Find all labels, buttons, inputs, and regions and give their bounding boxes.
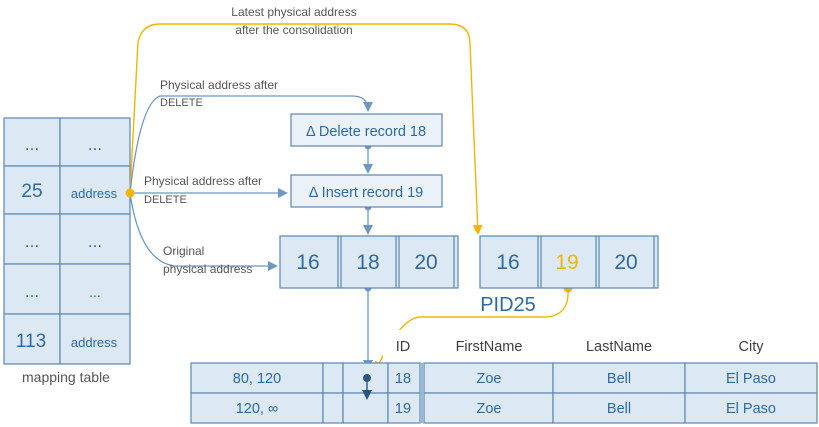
- after-delete-label: DELETE: [160, 97, 203, 109]
- latest-address-label: after the consolidation: [235, 23, 352, 37]
- header-lastname: LastName: [586, 339, 652, 355]
- mapping-value: ...: [89, 284, 101, 300]
- data-table: ID FirstName LastName City 80, 120 18 Zo…: [190, 330, 818, 424]
- delta-delete-label: Δ Delete record 18: [306, 124, 426, 140]
- delete-address-arrow: [129, 95, 373, 194]
- header-id: ID: [396, 339, 411, 355]
- mapping-table-caption: mapping table: [22, 369, 110, 385]
- mapping-pid: ...: [25, 232, 39, 251]
- row-city: El Paso: [726, 401, 776, 417]
- mapping-value-cell: [59, 117, 131, 167]
- mapping-pid: 113: [16, 331, 46, 352]
- row-pointer-dot: [363, 374, 371, 382]
- page-key: 20: [614, 251, 637, 274]
- delta-insert-box: [290, 174, 443, 208]
- page-key: 16: [296, 251, 319, 274]
- mapping-pid-cell: [3, 313, 61, 365]
- consolidated-page: 16 19 20 PID25: [479, 235, 659, 316]
- original-address-label: Original: [163, 244, 204, 258]
- consolidated-page-frame: [479, 235, 659, 289]
- mapping-pid: 25: [21, 181, 42, 202]
- mapping-pid: ...: [25, 282, 39, 301]
- mapping-value: address: [71, 335, 118, 350]
- original-address-label: physical address: [163, 262, 252, 276]
- page-key: 16: [496, 251, 519, 274]
- delta-delete-box: [290, 113, 443, 147]
- mapping-value-cell: [59, 313, 131, 365]
- table-row: 120, ∞ 19 Zoe Bell El Paso: [190, 392, 818, 424]
- delta-records: Δ Delete record 18 Δ Insert record 19: [290, 113, 443, 208]
- row-id: 18: [395, 371, 411, 387]
- mapping-pointer-dot: [125, 188, 135, 198]
- original-address-arrow: [129, 192, 278, 271]
- row-firstname: Zoe: [477, 401, 502, 417]
- connector-labels: Latest physical address after the consol…: [144, 5, 357, 276]
- header-firstname: FirstName: [456, 339, 523, 355]
- after-delete-label: Physical address after: [160, 78, 278, 92]
- page-key-highlight: 19: [555, 251, 578, 274]
- table-row: 80, 120 18 Zoe Bell El Paso: [190, 362, 818, 394]
- row-firstname: Zoe: [477, 371, 502, 387]
- mapping-value: address: [71, 186, 118, 201]
- after-delete-label: Physical address after: [144, 174, 262, 188]
- mapping-value: ...: [88, 232, 102, 251]
- after-delete-label: DELETE: [144, 194, 187, 206]
- latest-address-arrow: [129, 23, 483, 235]
- mapping-value-cell: [59, 213, 131, 265]
- page-key: 20: [414, 251, 437, 274]
- row-lastname: Bell: [607, 371, 631, 387]
- row-range: 80, 120: [233, 371, 281, 387]
- original-page: 16 18 20: [279, 235, 459, 289]
- pid-label: PID25: [480, 294, 536, 316]
- header-city: City: [739, 339, 765, 355]
- mapping-pid: ...: [25, 135, 39, 154]
- row-lastname: Bell: [607, 401, 631, 417]
- row-range: 120, ∞: [236, 401, 279, 417]
- mapping-value-cell: [59, 263, 131, 315]
- row-id: 19: [395, 401, 411, 417]
- original-page-frame: [279, 235, 459, 289]
- row-city: El Paso: [726, 371, 776, 387]
- mapping-value: ...: [88, 135, 102, 154]
- mapping-table: ... ... 25 address ... ... ... ... 113 a…: [3, 117, 131, 385]
- mapping-pid-cell: [3, 117, 61, 167]
- latest-address-label: Latest physical address: [231, 5, 356, 19]
- delta-insert-label: Δ Insert record 19: [309, 185, 423, 201]
- page-key: 18: [356, 251, 379, 274]
